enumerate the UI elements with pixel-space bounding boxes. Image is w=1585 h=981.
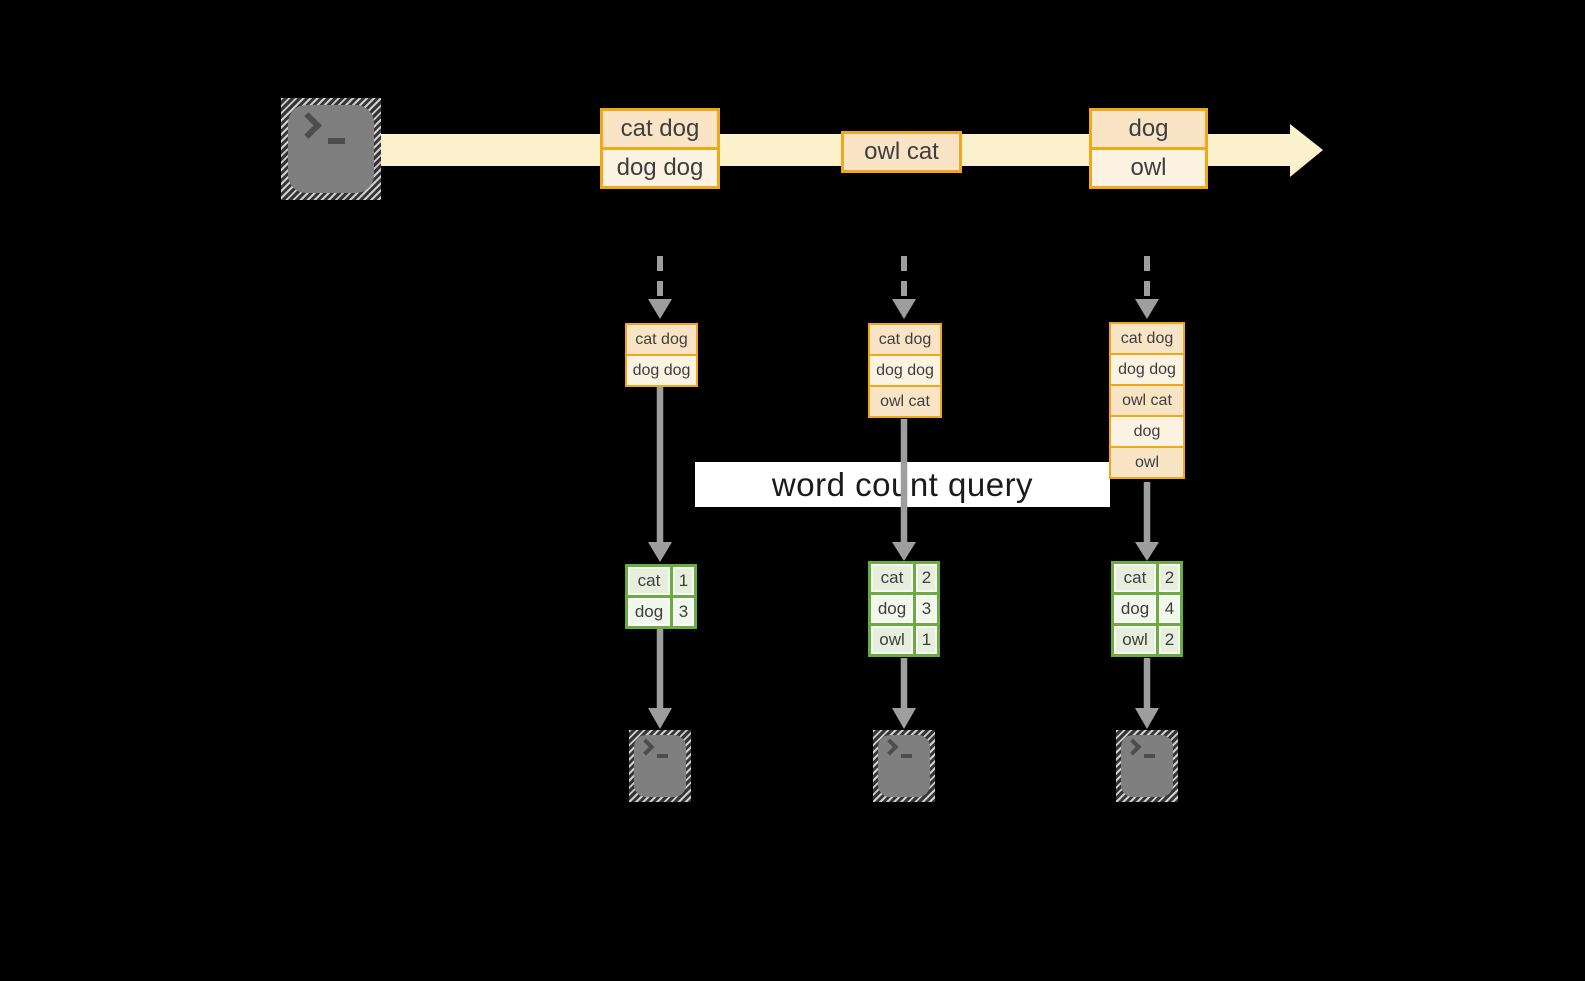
output-arrow-3	[1135, 658, 1159, 729]
word-cell: cat	[871, 564, 913, 592]
terminal-body	[1121, 735, 1173, 797]
query-arrow-3	[1135, 482, 1159, 561]
trigger-arrow-1	[648, 256, 672, 319]
batch-row: dog dog	[1111, 355, 1183, 384]
count-table-2: cat 2 dog 3 owl 1	[868, 561, 940, 657]
batch-row: owl	[1111, 448, 1183, 477]
count-row: dog 4	[1114, 595, 1180, 623]
count-row: cat 1	[628, 567, 694, 595]
banner-label: word count query	[771, 465, 1034, 503]
input-batch-stack-1: cat dog dog dog	[625, 323, 698, 387]
count-cell: 2	[1159, 626, 1180, 654]
event-box-2: owl cat	[841, 131, 962, 173]
terminal-body	[288, 105, 374, 193]
event-line: dog dog	[603, 150, 717, 186]
count-cell: 2	[916, 564, 937, 592]
batch-row: owl cat	[870, 387, 940, 416]
query-arrow-1	[648, 387, 672, 562]
word-cell: dog	[1114, 595, 1156, 623]
trigger-arrow-2	[892, 256, 916, 319]
word-cell: cat	[1114, 564, 1156, 592]
word-cell: owl	[871, 626, 913, 654]
input-batch-stack-3: cat dog dog dog owl cat dog owl	[1109, 322, 1185, 479]
sink-terminal-icon-1	[629, 730, 691, 802]
count-table-1: cat 1 dog 3	[625, 564, 697, 629]
count-row: dog 3	[628, 598, 694, 626]
event-line: owl	[1092, 150, 1205, 186]
count-row: owl 1	[871, 626, 937, 654]
batch-row: cat dog	[870, 325, 940, 354]
count-cell: 3	[673, 598, 694, 626]
terminal-prompt-underscore-icon	[1144, 754, 1155, 758]
count-row: cat 2	[871, 564, 937, 592]
word-cell: dog	[871, 595, 913, 623]
trigger-arrow-3	[1135, 256, 1159, 319]
source-terminal-icon	[281, 98, 381, 200]
word-cell: cat	[628, 567, 670, 595]
event-line: dog	[1092, 111, 1205, 147]
count-cell: 2	[1159, 564, 1180, 592]
event-line: owl cat	[844, 134, 959, 170]
event-box-3: dog owl	[1089, 108, 1208, 189]
terminal-body	[634, 735, 686, 797]
count-cell: 4	[1159, 595, 1180, 623]
batch-row: dog	[1111, 417, 1183, 446]
batch-row: dog dog	[627, 356, 696, 385]
output-arrow-2	[892, 658, 916, 729]
count-cell: 1	[916, 626, 937, 654]
terminal-body	[878, 735, 930, 797]
count-cell: 1	[673, 567, 694, 595]
batch-row: dog dog	[870, 356, 940, 385]
input-batch-stack-2: cat dog dog dog owl cat	[868, 323, 942, 418]
word-count-query-banner: word count query	[695, 462, 1110, 507]
count-cell: 3	[916, 595, 937, 623]
event-box-1: cat dog dog dog	[600, 108, 720, 189]
sink-terminal-icon-3	[1116, 730, 1178, 802]
sink-terminal-icon-2	[873, 730, 935, 802]
batch-row: cat dog	[627, 325, 696, 354]
count-table-3: cat 2 dog 4 owl 2	[1111, 561, 1183, 657]
output-arrow-1	[648, 629, 672, 729]
event-line: cat dog	[603, 111, 717, 147]
count-row: owl 2	[1114, 626, 1180, 654]
count-row: cat 2	[1114, 564, 1180, 592]
word-cell: owl	[1114, 626, 1156, 654]
word-cell: dog	[628, 598, 670, 626]
batch-row: owl cat	[1111, 386, 1183, 415]
batch-row: cat dog	[1111, 324, 1183, 353]
terminal-prompt-underscore-icon	[328, 138, 345, 144]
terminal-prompt-underscore-icon	[901, 754, 912, 758]
count-row: dog 3	[871, 595, 937, 623]
terminal-prompt-underscore-icon	[657, 754, 668, 758]
